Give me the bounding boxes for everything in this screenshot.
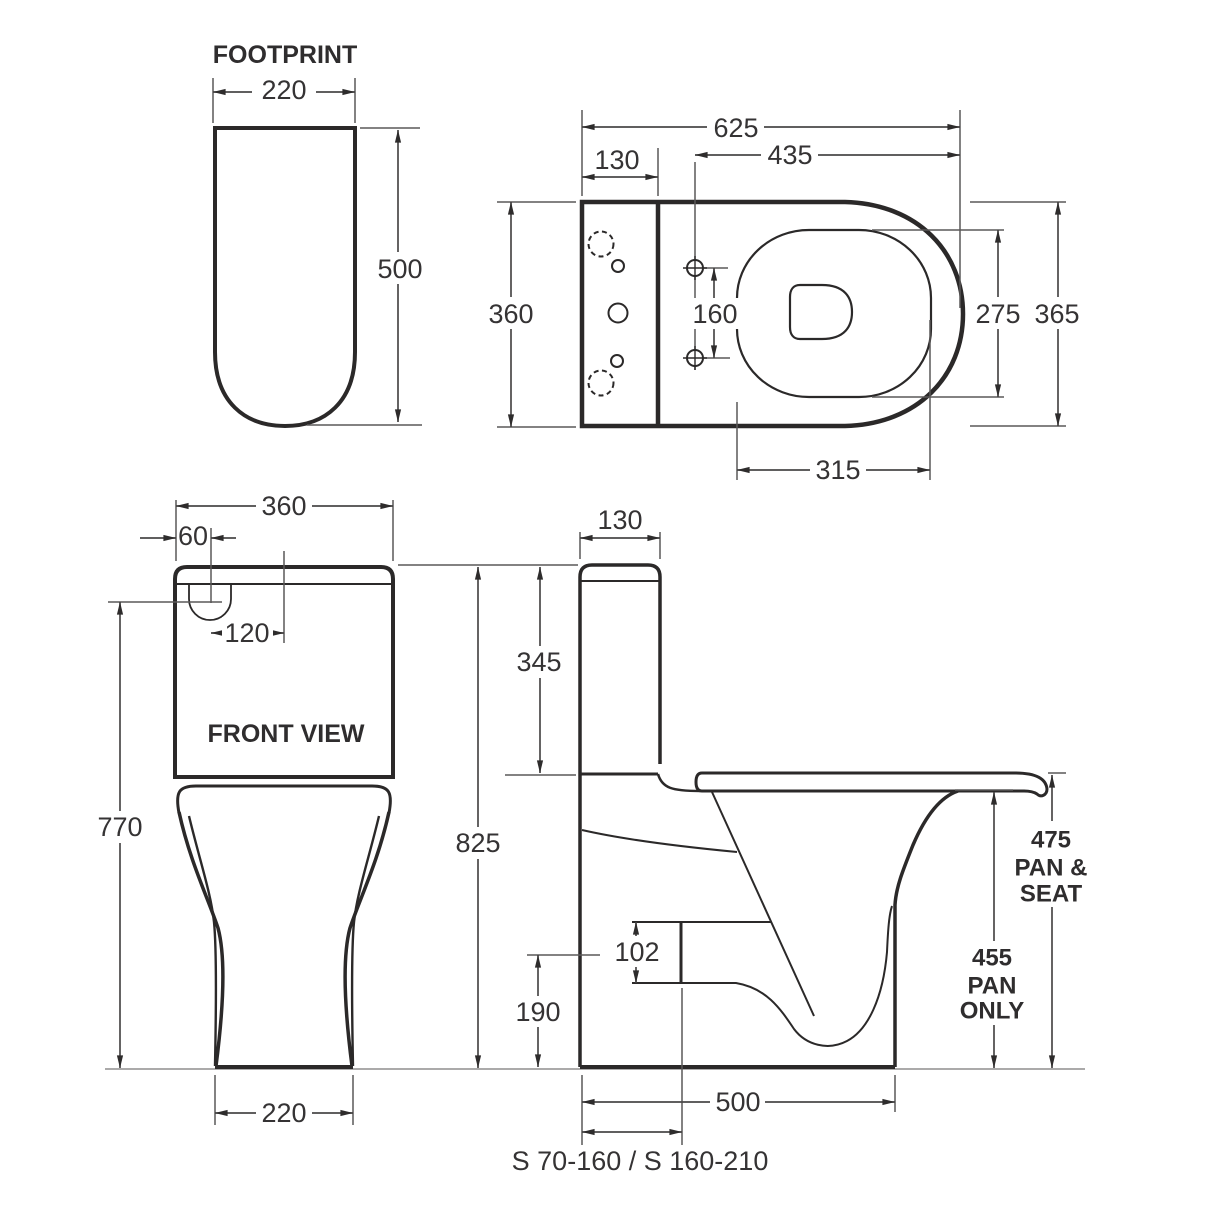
- side-value-500: 500: [715, 1087, 760, 1117]
- front-flush-button: [188, 584, 232, 621]
- plan-view: 625 435 130 360 160 275 365 315: [484, 110, 1086, 485]
- side-value-130: 130: [597, 505, 642, 535]
- plan-small-hole-bottom: [610, 354, 624, 368]
- side-hinge-step: [656, 773, 701, 793]
- footprint-title: FOOTPRINT: [213, 41, 357, 69]
- label-mask: [222, 617, 273, 648]
- side-label-pan-seat-2: SEAT: [1020, 881, 1083, 908]
- side-bowl-back-curve: [581, 829, 738, 853]
- side-extension-lines: [505, 532, 1066, 1145]
- fixing-hole-crosshairs: [683, 256, 707, 370]
- label-mask: [93, 811, 148, 843]
- label-mask: [687, 298, 742, 329]
- label-mask: [484, 297, 537, 329]
- side-value-475: 475: [1031, 827, 1071, 854]
- label-mask: [511, 996, 565, 1027]
- side-tank-outline: [578, 563, 662, 774]
- label-mask: [252, 74, 316, 105]
- front-bowl-right-inner: [350, 815, 381, 1067]
- front-value-770: 770: [97, 812, 142, 842]
- front-view-title: FRONT VIEW: [208, 720, 365, 748]
- plan-body-outline: [579, 199, 966, 429]
- plan-flush-opening: [788, 283, 854, 341]
- front-seat-edge: [176, 784, 392, 814]
- footprint-outline-hatched: [213, 126, 357, 429]
- label-mask: [970, 297, 1025, 329]
- plan-fixing-holes: [683, 256, 707, 370]
- label-mask: [512, 646, 566, 678]
- side-value-455: 455: [972, 945, 1012, 972]
- footprint-extension-lines: [212, 78, 422, 426]
- front-value-120: 120: [224, 618, 269, 648]
- side-view: 130 345 102 190 500 475 PAN & SEAT 455 P…: [505, 505, 1087, 1176]
- front-bowl-right-outer: [343, 811, 391, 1067]
- label-mask: [707, 111, 764, 143]
- front-value-825: 825: [455, 828, 500, 858]
- front-bowl-left-outer: [177, 811, 225, 1067]
- plan-value-360: 360: [488, 299, 533, 329]
- plan-value-315: 315: [815, 455, 860, 485]
- side-trap-curve: [632, 905, 893, 1047]
- side-value-345: 345: [516, 647, 561, 677]
- footprint-width-value: 220: [261, 75, 306, 105]
- label-mask: [256, 490, 312, 521]
- front-extension-lines: [108, 500, 578, 1125]
- plan-inlet-hole-top: [587, 230, 615, 258]
- plan-value-435: 435: [767, 140, 812, 170]
- footprint-depth-value: 500: [377, 254, 422, 284]
- side-label-pan-seat-1: PAN &: [1015, 855, 1088, 882]
- side-label-pan-only-2: ONLY: [960, 998, 1024, 1025]
- side-value-190: 190: [515, 997, 560, 1027]
- footprint-view: FOOTPRINT 220 500: [212, 41, 427, 429]
- plan-value-275: 275: [975, 299, 1020, 329]
- side-label-pan-only-1: PAN: [968, 973, 1017, 1000]
- label-mask: [761, 139, 818, 170]
- plan-value-130: 130: [594, 145, 639, 175]
- plan-inlet-hole-bottom: [587, 369, 615, 397]
- plan-centre-hole: [607, 302, 629, 324]
- front-value-360: 360: [261, 491, 306, 521]
- plan-small-hole-top: [611, 259, 625, 273]
- label-mask: [450, 827, 506, 859]
- label-mask: [1020, 821, 1082, 907]
- label-mask: [962, 941, 1024, 1025]
- side-value-102: 102: [614, 937, 659, 967]
- side-bowl-inner-slope: [711, 791, 815, 1017]
- label-mask: [1029, 297, 1086, 329]
- front-value-220: 220: [261, 1098, 306, 1128]
- label-mask: [810, 454, 866, 485]
- front-bowl-left-inner: [187, 815, 218, 1067]
- front-value-60: 60: [178, 521, 208, 551]
- plan-value-160: 160: [692, 299, 737, 329]
- side-seat-profile: [694, 771, 1049, 798]
- label-mask: [710, 1086, 765, 1117]
- plan-value-365: 365: [1034, 299, 1079, 329]
- side-pan-front-profile: [893, 789, 959, 1067]
- label-mask: [256, 1097, 312, 1128]
- side-setout-range: S 70-160 / S 160-210: [512, 1146, 769, 1176]
- label-mask: [610, 936, 664, 967]
- plan-value-625: 625: [713, 113, 758, 143]
- label-mask: [372, 252, 427, 284]
- front-view: 360 60 120 770 825 220 FRONT VIEW: [93, 490, 578, 1128]
